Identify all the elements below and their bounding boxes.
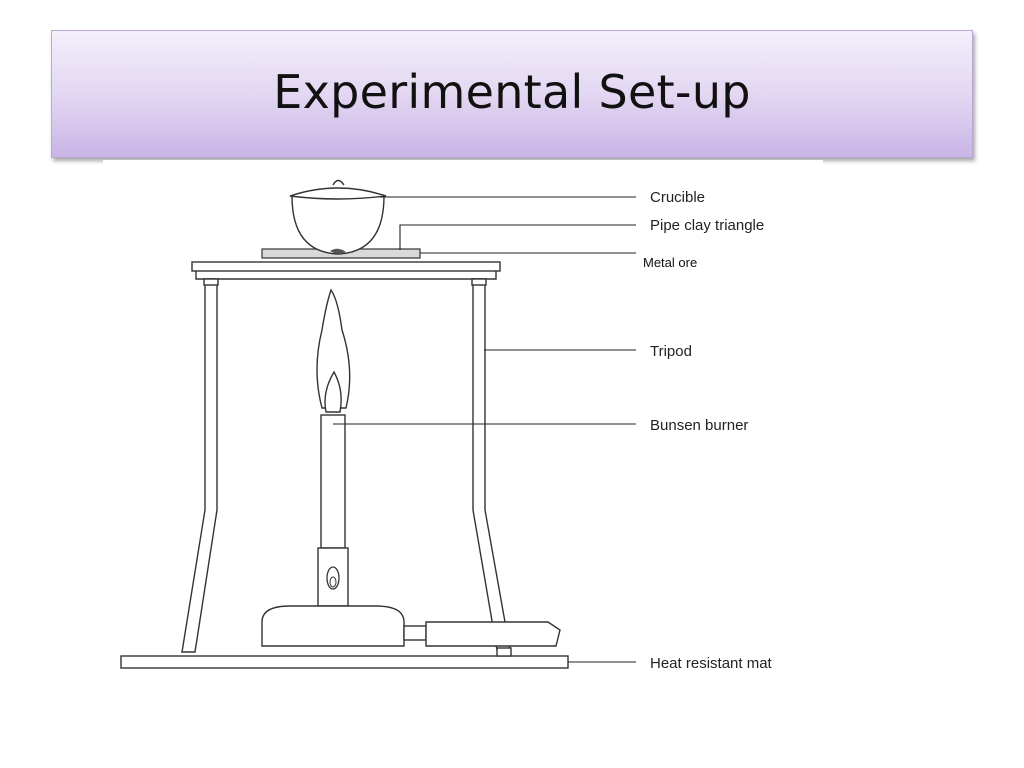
label-tripod: Tripod: [650, 343, 692, 360]
heat-resistant-mat: [120, 655, 569, 669]
label-metal-ore: Metal ore: [643, 255, 697, 270]
diagram-backdrop: [103, 160, 823, 180]
crucible: [289, 179, 387, 255]
leader-lines: [333, 196, 636, 663]
tripod: [181, 261, 512, 657]
label-heat-resistant-mat: Heat resistant mat: [650, 655, 773, 672]
label-crucible: Crucible: [650, 189, 705, 206]
label-pipe-clay-triangle: Pipe clay triangle: [650, 217, 764, 234]
title-banner: Experimental Set-up: [51, 30, 973, 158]
bunsen-burner: [261, 288, 561, 647]
label-bunsen-burner: Bunsen burner: [650, 417, 748, 434]
slide-title: Experimental Set-up: [273, 65, 751, 119]
